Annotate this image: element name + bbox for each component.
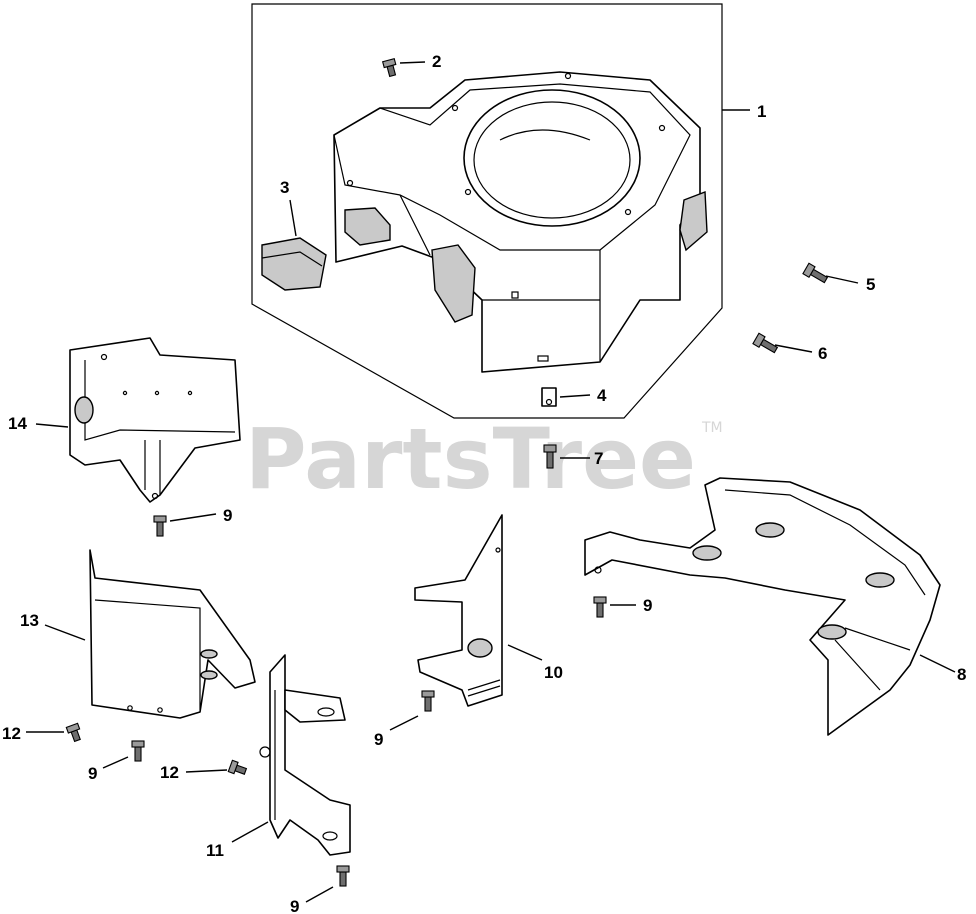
lower-shroud-part-13[interactable] bbox=[89, 549, 256, 719]
screw-part-12-b[interactable] bbox=[227, 759, 248, 777]
callout-7: 7 bbox=[594, 449, 603, 468]
shroud-panel-part-14[interactable] bbox=[69, 337, 241, 503]
screw-part-9-c[interactable] bbox=[421, 690, 435, 712]
kit-outline bbox=[251, 3, 723, 419]
trademark-mark: TM bbox=[701, 420, 723, 436]
screw-part-9-e[interactable] bbox=[336, 865, 350, 887]
callout-9-d: 9 bbox=[88, 764, 97, 783]
callout-14: 14 bbox=[8, 414, 27, 433]
callout-4: 4 bbox=[597, 386, 607, 405]
callout-labels: 1 2 3 4 5 6 7 8 9 9 9 9 9 10 11 12 12 13… bbox=[2, 52, 966, 914]
callout-12-b: 12 bbox=[160, 763, 179, 782]
seal-part[interactable] bbox=[261, 237, 327, 291]
callout-8: 8 bbox=[957, 665, 966, 684]
screw-part-5[interactable] bbox=[802, 262, 829, 285]
screw-part-6[interactable] bbox=[752, 332, 779, 355]
callout-3: 3 bbox=[280, 178, 289, 197]
callout-11: 11 bbox=[206, 841, 224, 860]
screw-part-9-a[interactable] bbox=[153, 515, 167, 537]
callout-13: 13 bbox=[20, 611, 39, 630]
callout-2: 2 bbox=[432, 52, 441, 71]
baffle-part-8[interactable] bbox=[584, 477, 941, 736]
callout-9-e: 9 bbox=[290, 897, 299, 914]
callout-10: 10 bbox=[544, 663, 563, 682]
screw-part-2[interactable] bbox=[381, 57, 399, 78]
side-panel-part-10[interactable] bbox=[414, 514, 503, 707]
partstree-watermark: PartsTree bbox=[245, 410, 696, 508]
bracket-part-11[interactable] bbox=[259, 654, 351, 856]
blower-housing-part[interactable] bbox=[333, 71, 708, 373]
leader-lines bbox=[26, 61, 956, 903]
callout-9-b: 9 bbox=[643, 596, 652, 615]
screw-part-9-d[interactable] bbox=[131, 740, 145, 762]
callout-1: 1 bbox=[757, 102, 766, 121]
screw-part-9-b[interactable] bbox=[593, 596, 607, 618]
callout-12-a: 12 bbox=[2, 724, 21, 743]
callout-6: 6 bbox=[818, 344, 827, 363]
clip-nut-part[interactable] bbox=[541, 387, 557, 407]
screw-part-7[interactable] bbox=[543, 444, 557, 469]
screw-part-12-a[interactable] bbox=[65, 722, 83, 743]
callout-9-a: 9 bbox=[223, 506, 232, 525]
callout-9-c: 9 bbox=[374, 730, 383, 749]
callout-5: 5 bbox=[866, 275, 875, 294]
